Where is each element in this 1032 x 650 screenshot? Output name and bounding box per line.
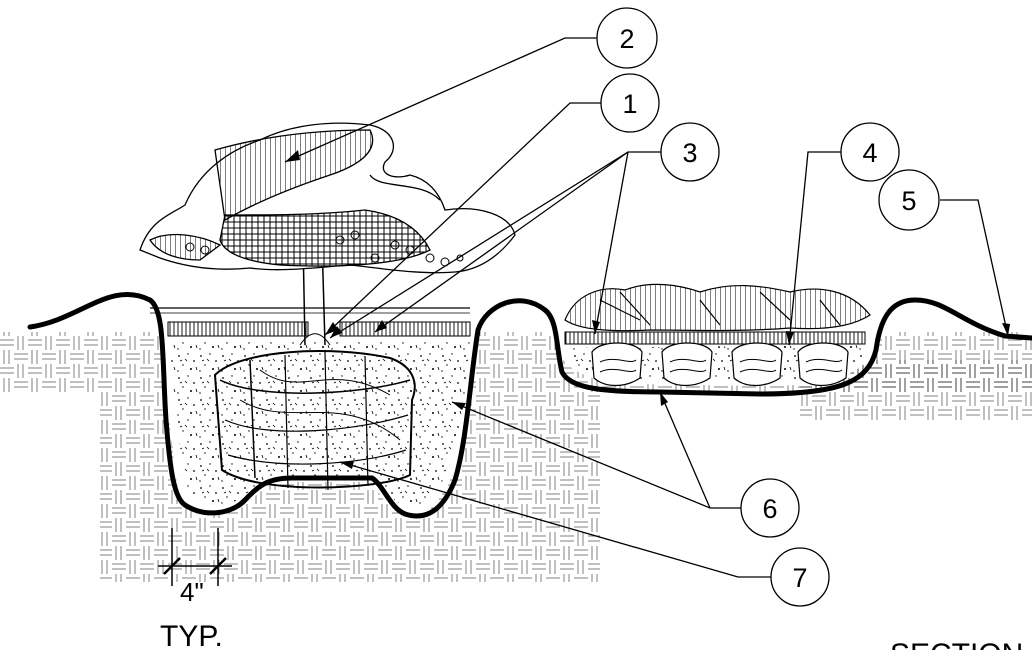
- callout-6: 6: [740, 478, 800, 538]
- callout-label: 2: [619, 24, 634, 54]
- callout-label: 6: [762, 494, 777, 524]
- callout-7: 7: [770, 547, 830, 607]
- existing-soil-hatch: [0, 332, 1032, 582]
- callout-circle: [660, 122, 720, 182]
- excavation-outline: [27, 292, 1032, 519]
- callout-circle: [740, 478, 800, 538]
- callout-label: 3: [682, 138, 697, 168]
- dimension-note: TYP.: [160, 620, 223, 650]
- shrub-root-balls: [591, 342, 849, 387]
- callout-circle: [600, 73, 660, 133]
- dimension-tick: [163, 557, 181, 575]
- callout-label: 7: [792, 563, 807, 593]
- dimension-4-inch: [158, 528, 232, 586]
- leader-arrowheads: [285, 150, 1010, 469]
- dimension-tick: [209, 557, 227, 575]
- callout-4: 4: [840, 122, 900, 182]
- callout-label: 5: [901, 186, 916, 216]
- leader-lines: [284, 37, 1009, 578]
- callout-3: 3: [660, 122, 720, 182]
- section-title: SECTION: [890, 638, 1023, 650]
- callout-circle: [596, 7, 658, 69]
- callout-1: 1: [600, 73, 660, 133]
- callout-5: 5: [878, 169, 940, 231]
- callout-label: 1: [622, 89, 637, 119]
- callout-2: 2: [596, 7, 658, 69]
- callout-label: 4: [862, 138, 877, 168]
- tree-canopy: [139, 122, 516, 274]
- root-ball: [213, 333, 416, 491]
- callout-circle: [878, 169, 940, 231]
- callout-circle: [770, 547, 830, 607]
- dimension-value: 4": [180, 577, 204, 607]
- callout-circle: [840, 122, 900, 182]
